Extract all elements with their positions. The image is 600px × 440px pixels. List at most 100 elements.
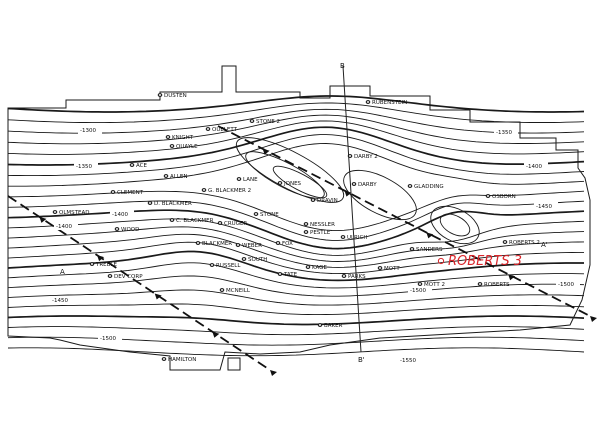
well-label: TREBLE [95, 262, 117, 268]
contour-line [7, 114, 585, 145]
well-label: NESSLER [310, 222, 335, 228]
well[interactable]: DEV CORP [107, 273, 143, 280]
fault-line [7, 195, 271, 371]
well[interactable]: KAGE [305, 264, 327, 271]
contour-label: -1300 [80, 128, 96, 134]
well[interactable]: STONE 2 [249, 119, 280, 125]
well[interactable]: RUSSELL [209, 262, 241, 269]
contour-label: -1350 [496, 130, 512, 136]
well[interactable]: KNIGHT [165, 134, 194, 141]
contour-line [7, 134, 585, 177]
well-label: OSBORN [492, 194, 516, 200]
well[interactable]: ALLEN [163, 173, 187, 180]
well[interactable]: DRAVIN [310, 197, 338, 204]
map-boundary [7, 65, 591, 371]
well[interactable]: WEBER [235, 242, 262, 249]
well[interactable]: CRUGER [217, 220, 247, 227]
contour-label: -1400 [526, 164, 542, 170]
contour-label-bg [556, 280, 580, 288]
well[interactable]: D. BLACKMER [147, 200, 192, 207]
well[interactable]: RUBENSTEIN [365, 100, 407, 106]
contour-line [7, 275, 585, 297]
contour-label: -1350 [76, 164, 92, 170]
well[interactable]: STONE [253, 211, 279, 218]
well-label: ACE [136, 163, 148, 169]
well[interactable]: NESSLER [303, 221, 335, 228]
contour-label-bg [98, 334, 122, 342]
contour-label-bg [54, 222, 78, 230]
fault-tick [154, 293, 162, 300]
well[interactable]: BLACKMER [195, 240, 232, 247]
well[interactable]: MOTT 2 [417, 281, 445, 288]
well[interactable]: ACE [129, 162, 148, 169]
contour-line [7, 126, 585, 166]
well[interactable]: JONES [277, 180, 302, 187]
well[interactable]: ROBERTS 2 [502, 239, 540, 246]
well-label: C. BLACKMER [176, 218, 214, 224]
well[interactable]: G. BLACKMER 2 [201, 187, 251, 194]
well[interactable]: SANDERS [409, 246, 443, 253]
well[interactable]: SOUTH [241, 256, 267, 263]
contour-label: -1500 [410, 288, 426, 294]
fault-tick [212, 331, 220, 338]
well-label: JONES [283, 181, 302, 187]
contour-line [7, 262, 585, 289]
well[interactable]: DUSTEN [157, 93, 187, 99]
well[interactable]: OSBORN [485, 193, 516, 200]
well[interactable]: C. BLACKMER [169, 217, 214, 224]
contour-line [7, 326, 585, 336]
well-label: ROBERTS [484, 282, 510, 288]
contour-label-bg [408, 286, 432, 294]
contour-line [7, 315, 585, 326]
contour-line [7, 120, 585, 155]
well[interactable]: GLADDING [407, 183, 444, 190]
well-label: ULRICH [347, 235, 368, 241]
well-label: STONE 2 [256, 119, 280, 125]
contour-line [7, 233, 585, 268]
contour-label-bg [494, 128, 518, 136]
well[interactable]: MCNEILL [219, 287, 251, 294]
well-label: SANDERS [416, 247, 443, 253]
well[interactable]: MOTT [377, 265, 400, 272]
closed-contour [272, 165, 328, 199]
contour-line [7, 102, 585, 124]
well[interactable]: OUELETT [205, 127, 238, 133]
well-label: BAKER [324, 323, 343, 329]
closed-contour [439, 213, 471, 237]
fault-tick [270, 370, 277, 376]
well[interactable]: TATE [277, 271, 298, 278]
well-label: ALLEN [170, 174, 187, 180]
section-marker-b-top: B [340, 62, 345, 70]
well[interactable]: ROBERTS [477, 281, 510, 288]
well[interactable]: DARBY 2 [347, 153, 378, 160]
well-label: STONE [260, 212, 279, 218]
well-label: RUSSELL [216, 263, 241, 269]
contour-label-bg [50, 296, 74, 304]
well[interactable]: OLMSTEAD [52, 209, 89, 216]
well[interactable]: PESTLE [303, 229, 331, 236]
contour-label: -1450 [536, 204, 552, 210]
well-label: CRUGER [224, 221, 247, 227]
well[interactable]: FOX [275, 240, 293, 247]
well[interactable]: CLEMENT [110, 189, 144, 196]
well[interactable]: HAMILTON [161, 356, 196, 363]
well-label: WOOD [121, 227, 139, 233]
well[interactable]: WOOD [114, 226, 139, 233]
well[interactable]: TREBLE [89, 261, 117, 268]
contour-line [7, 250, 584, 282]
well[interactable]: PARKS [341, 273, 366, 280]
well[interactable]: LANE [236, 176, 258, 183]
well-label: KNIGHT [172, 135, 194, 141]
well[interactable]: DARBY [351, 181, 377, 188]
closed-contour [235, 137, 345, 203]
well[interactable]: QUAYLE [169, 143, 198, 150]
fault-tick [426, 232, 434, 239]
contour-label: -1550 [400, 358, 416, 364]
fault-tick [344, 190, 352, 197]
well[interactable]: ULRICH [340, 234, 368, 241]
well-label: OLMSTEAD [59, 210, 89, 216]
well[interactable]: BAKER [317, 322, 343, 329]
well-label: TATE [283, 272, 298, 278]
fault-tick [262, 148, 270, 155]
